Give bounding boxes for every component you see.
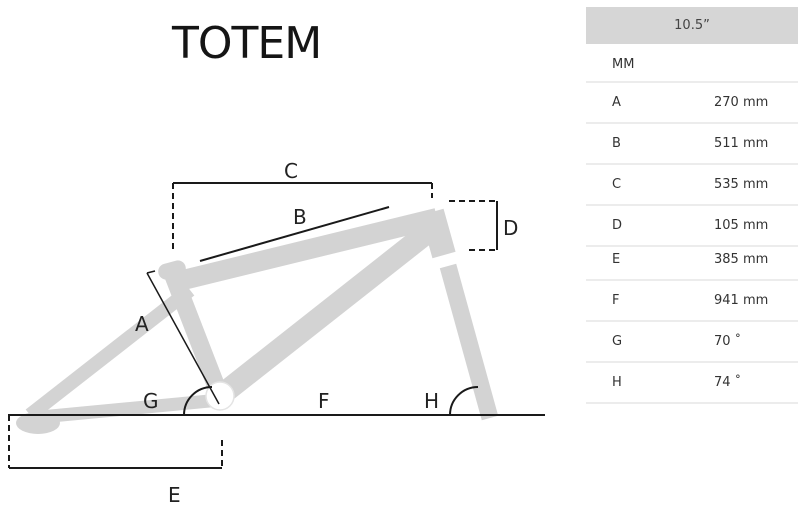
dimension-c: [172, 182, 433, 253]
frame-geometry-diagram: C B D A G F H E: [8, 159, 545, 507]
bike-frame: [25, 208, 499, 425]
top-tube: [172, 208, 440, 292]
row-key: C: [612, 177, 622, 192]
head-tube: [420, 208, 456, 259]
table-row: B 511 mm: [586, 124, 798, 165]
row-key: B: [612, 136, 621, 151]
row-value: 385 mm: [714, 252, 769, 267]
row-key: H: [612, 375, 622, 390]
angle-g-arc: [183, 386, 213, 416]
label-a: A: [135, 312, 149, 336]
table-row: C 535 mm: [586, 165, 798, 206]
dimension-e: [8, 415, 223, 469]
label-c: C: [284, 159, 298, 183]
label-h: H: [424, 389, 439, 413]
label-e: E: [168, 483, 181, 507]
row-value: 941 mm: [714, 293, 769, 308]
row-key: D: [612, 218, 623, 233]
unit-label: MM: [612, 57, 635, 72]
table-row: E 385 mm: [586, 247, 798, 281]
row-value: 70 ˚: [714, 334, 742, 349]
fork-leg: [439, 263, 499, 421]
label-b: B: [293, 205, 307, 229]
row-key: A: [612, 95, 621, 110]
row-value: 74 ˚: [714, 375, 742, 390]
row-value: 511 mm: [714, 136, 769, 151]
down-tube: [213, 216, 444, 405]
geometry-spec-table: 10.5” MM A 270 mm B 511 mm C 535 mm D 10…: [586, 7, 798, 404]
row-value: 270 mm: [714, 95, 769, 110]
bottom-bracket: [205, 381, 235, 411]
table-row: F 941 mm: [586, 281, 798, 322]
label-f: F: [318, 389, 330, 413]
unit-row: MM: [586, 44, 798, 83]
size-header: 10.5”: [586, 7, 798, 44]
dropout: [16, 412, 60, 434]
label-g: G: [143, 389, 159, 413]
label-d: D: [503, 216, 518, 240]
row-value: 105 mm: [714, 218, 769, 233]
row-value: 535 mm: [714, 177, 769, 192]
dimension-a: [146, 270, 220, 405]
row-key: E: [612, 252, 621, 267]
seat-stay: [25, 284, 195, 421]
table-row: H 74 ˚: [586, 363, 798, 404]
row-key: G: [612, 334, 623, 349]
frame-model-title: TOTEM: [172, 18, 322, 69]
table-row: G 70 ˚: [586, 322, 798, 363]
dimension-d: [449, 200, 498, 251]
table-row: A 270 mm: [586, 83, 798, 124]
seat-clamp: [158, 260, 186, 280]
table-row: D 105 mm: [586, 206, 798, 247]
row-key: F: [612, 293, 620, 308]
angle-h-arc: [449, 386, 479, 416]
dimension-b: [199, 206, 390, 262]
